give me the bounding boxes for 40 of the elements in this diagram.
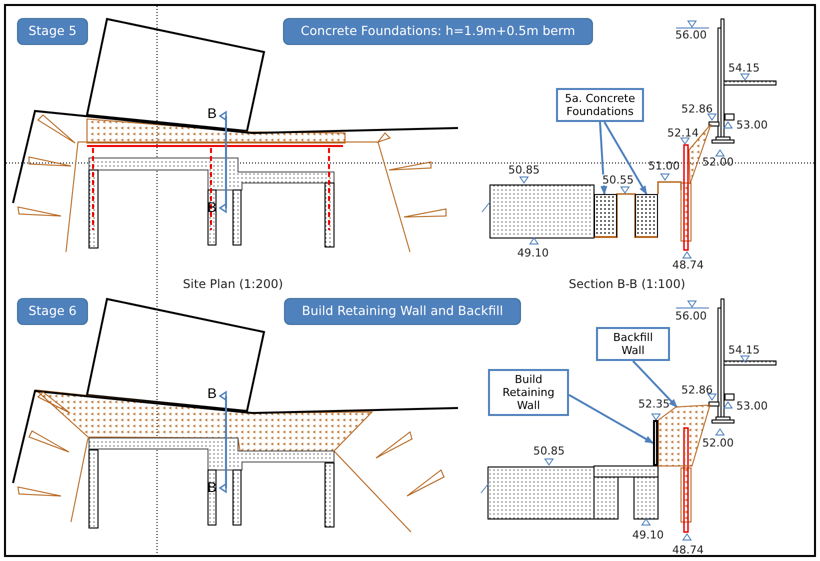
elevation-label: 48.74	[672, 544, 704, 556]
elevation-label: 50.85	[533, 446, 565, 456]
elevation-label: 50.55	[602, 174, 634, 186]
drawing-title: Site Plan (1:200)	[182, 278, 284, 290]
elevation-label: 52.00	[702, 156, 734, 168]
leader-arrow	[568, 394, 654, 444]
section-mark-label: B	[207, 106, 217, 120]
elevation-label: 51.00	[648, 160, 680, 172]
stage-banner: Concrete Foundations: h=1.9m+0.5m berm	[283, 18, 593, 45]
callout-box: Backfill Wall	[596, 327, 670, 361]
elevation-label: 52.14	[667, 128, 699, 138]
elevation-label: 49.10	[632, 530, 664, 540]
stage-banner: Build Retaining Wall and Backfill	[284, 298, 521, 325]
stage-banner: Stage 5	[17, 18, 88, 45]
elevation-label: 48.74	[672, 260, 704, 270]
elevation-label: 52.00	[702, 438, 734, 448]
callout-box: 5a. Concrete Foundations	[556, 88, 644, 122]
elevation-label: 56.00	[675, 30, 707, 40]
elevation-label: 52.86	[681, 104, 713, 114]
elevation-label: 52.35	[638, 398, 670, 410]
elevation-label: 52.86	[681, 384, 713, 396]
leader-arrow	[632, 360, 678, 408]
elevation-label: 56.00	[675, 310, 707, 322]
elevation-label: 53.00	[736, 120, 768, 130]
foundation-block	[594, 194, 617, 238]
leader-arrow	[599, 122, 608, 195]
section-mark-label: B	[207, 200, 217, 214]
elevation-label: 54.15	[728, 62, 760, 74]
drawing-title: Section B-B (1:100)	[568, 278, 686, 290]
elevation-label: 49.10	[517, 248, 549, 258]
callout-box: Build Retaining Wall	[488, 369, 569, 416]
foundation-block	[635, 194, 658, 238]
stage-banner: Stage 6	[17, 298, 88, 325]
leader-arrow	[604, 122, 648, 195]
elevation-label: 54.15	[728, 344, 760, 356]
section-mark-label: B	[207, 480, 217, 494]
retaining-wall	[653, 420, 658, 466]
section-mark-label: B	[207, 386, 217, 400]
elevation-label: 50.85	[508, 164, 540, 176]
elevation-label: 53.00	[736, 400, 768, 412]
